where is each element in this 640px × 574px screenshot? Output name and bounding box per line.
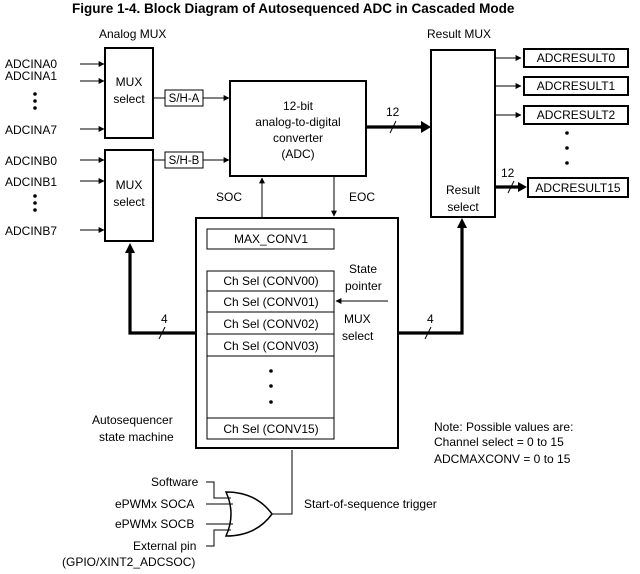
slot-stack bbox=[206, 270, 335, 440]
trigger-epwm-socb: ePWMx SOCB bbox=[115, 517, 194, 531]
right-bus-slash bbox=[424, 326, 432, 340]
adcresult0-box bbox=[523, 48, 629, 68]
slot-conv01: Ch Sel (CONV01) bbox=[223, 295, 318, 309]
ellipsis-dots-a bbox=[33, 92, 37, 110]
input-adcinb1: ADCINB1 bbox=[5, 175, 57, 189]
analog-mux-heading: Analog MUX bbox=[99, 27, 166, 41]
adcresult1-label: ADCRESULT1 bbox=[537, 79, 616, 93]
adcresult1-box bbox=[523, 76, 629, 96]
result15-bus-slash bbox=[507, 180, 515, 194]
trigger-software: Software bbox=[151, 475, 199, 489]
slot-conv00: Ch Sel (CONV00) bbox=[223, 274, 318, 288]
adc-bus-slash bbox=[389, 120, 397, 134]
max-conv-box bbox=[206, 228, 335, 250]
start-of-sequence-label: Start-of-sequence trigger bbox=[304, 497, 437, 511]
mux-a-box bbox=[104, 47, 154, 139]
adc-output-arrowhead bbox=[421, 121, 431, 133]
soc-label: SOC bbox=[216, 190, 242, 204]
trigger-external-pin: External pin bbox=[133, 539, 196, 553]
slot-conv15: Ch Sel (CONV15) bbox=[223, 422, 318, 436]
slot-conv03: Ch Sel (CONV03) bbox=[223, 339, 318, 353]
sh-a-label: S/H-A bbox=[169, 93, 200, 105]
result-select-label-1: Result bbox=[446, 183, 481, 197]
mux-select-label-1: MUX bbox=[344, 312, 371, 326]
max-conv-label: MAX_CONV1 bbox=[234, 232, 308, 246]
state-pointer-label-1: State bbox=[349, 262, 377, 276]
or-gate-icon bbox=[224, 491, 273, 537]
ellipsis-dots-b bbox=[33, 194, 37, 212]
adcresult2-box bbox=[523, 105, 629, 125]
result15-bus-width: 12 bbox=[501, 166, 515, 180]
left-bus-slash bbox=[158, 326, 166, 340]
mux-b-label-2: select bbox=[113, 195, 145, 209]
mux-select-bus-right-arrowhead bbox=[457, 218, 467, 228]
right-bus-width: 4 bbox=[427, 312, 434, 326]
mux-a-label-1: MUX bbox=[116, 75, 143, 89]
trigger-external-pin-detail: (GPIO/XINT2_ADCSOC) bbox=[62, 555, 195, 569]
slot-conv02: Ch Sel (CONV02) bbox=[223, 317, 318, 331]
mux-b-box bbox=[104, 149, 154, 242]
adc-label-4: (ADC) bbox=[281, 147, 314, 161]
figure-title: Figure 1-4. Block Diagram of Autosequenc… bbox=[72, 1, 515, 16]
adc-box bbox=[229, 80, 367, 177]
mux-select-bus-right bbox=[398, 226, 464, 335]
adcresult15-box bbox=[527, 177, 629, 198]
input-adcinb7: ADCINB7 bbox=[5, 224, 57, 238]
left-bus-width: 4 bbox=[161, 312, 168, 326]
adcresult2-label: ADCRESULT2 bbox=[537, 108, 616, 122]
adc-label-1: 12-bit bbox=[283, 99, 314, 113]
sh-b-label: S/H-B bbox=[169, 155, 200, 167]
result-mux-box bbox=[430, 49, 496, 218]
note-line-1: Note: Possible values are: bbox=[434, 420, 573, 434]
input-adcinb0: ADCINB0 bbox=[5, 154, 57, 168]
mux-a-label-2: select bbox=[113, 92, 145, 106]
sequencer-caption-2: state machine bbox=[99, 430, 174, 444]
trigger-epwm-soca: ePWMx SOCA bbox=[115, 497, 194, 511]
note-line-3: ADCMAXCONV = 0 to 15 bbox=[434, 452, 571, 466]
ellipsis-dots-results bbox=[565, 131, 569, 165]
sequencer-caption-1: Autosequencer bbox=[92, 413, 173, 427]
result-select-label-2: select bbox=[447, 200, 479, 214]
trigger-software-wire bbox=[206, 481, 231, 499]
mux-b-label-1: MUX bbox=[116, 178, 143, 192]
input-adcina7: ADCINA7 bbox=[5, 123, 57, 137]
adcresult0-label: ADCRESULT0 bbox=[537, 51, 616, 65]
adc-label-3: converter bbox=[273, 131, 323, 145]
mux-select-bus-left-arrowhead bbox=[125, 243, 135, 253]
trigger-output-wire bbox=[272, 450, 293, 515]
trigger-external-wire bbox=[206, 529, 231, 547]
eoc-label: EOC bbox=[349, 190, 375, 204]
ellipsis-dots-slots bbox=[269, 369, 273, 404]
input-adcina1: ADCINA1 bbox=[5, 69, 57, 83]
input-adcina0: ADCINA0 bbox=[5, 57, 57, 71]
result-mux-heading: Result MUX bbox=[427, 27, 491, 41]
adcresult15-label: ADCRESULT15 bbox=[535, 181, 620, 195]
mux-select-bus-left bbox=[128, 251, 196, 335]
note-line-2: Channel select = 0 to 15 bbox=[434, 435, 564, 449]
result15-arrowhead bbox=[518, 182, 527, 192]
adc-label-2: analog-to-digital bbox=[255, 115, 340, 129]
state-pointer-label-2: pointer bbox=[345, 279, 382, 293]
mux-select-label-2: select bbox=[342, 329, 374, 343]
adc-bus-width: 12 bbox=[386, 105, 400, 119]
